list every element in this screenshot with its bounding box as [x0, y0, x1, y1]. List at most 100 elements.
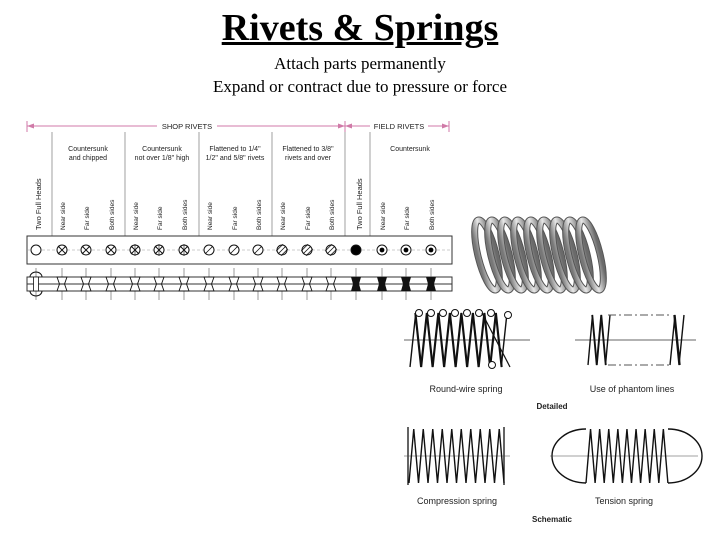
round-wire-caption: Round-wire spring	[429, 384, 502, 394]
column-dividers	[51, 132, 371, 236]
side-label: Both sides	[329, 199, 336, 230]
rivet-symbol	[324, 243, 338, 257]
subtitle-line-1: Attach parts permanently	[274, 54, 446, 73]
coil-turn-highlight	[524, 217, 554, 293]
compression-coil	[408, 428, 505, 484]
side-label: Far side	[232, 206, 239, 230]
phantom-lines-spring-drawing	[575, 314, 696, 366]
rivet-symbol	[105, 244, 117, 256]
group-header-line: Countersunk	[68, 146, 108, 153]
rivet-symbol	[56, 244, 68, 256]
rivet-symbol	[400, 244, 412, 256]
wire-section	[427, 309, 435, 317]
rivet-symbol	[30, 244, 42, 256]
rivet-symbol	[425, 244, 437, 256]
rivet-section	[401, 268, 411, 300]
spring-photo	[471, 216, 607, 294]
rivet-section	[276, 268, 288, 300]
detailed-caption: Detailed	[536, 402, 567, 411]
rivet-section-strip	[26, 276, 453, 292]
rivet-symbol	[275, 243, 289, 257]
rivet-section	[228, 268, 240, 300]
two-full-heads-label-field: Two Full Heads	[355, 178, 364, 230]
rivet-symbol	[228, 244, 240, 256]
spring-coil-back	[414, 312, 508, 368]
group-header-line: rivets and over	[285, 155, 332, 162]
side-label: Both sides	[256, 199, 263, 230]
side-label: Near side	[207, 202, 214, 230]
rivet-section	[29, 268, 43, 300]
side-label: Near side	[133, 202, 140, 230]
round-wire-spring-drawing	[404, 309, 530, 369]
phantom-caption: Use of phantom lines	[590, 384, 675, 394]
wire-section	[415, 309, 423, 317]
wire-section	[463, 309, 471, 317]
schematic-caption: Schematic	[532, 515, 573, 524]
tension-hook-right	[667, 428, 703, 484]
spring-representation-figure: Round-wire spring Use of phantom lines D…	[404, 309, 703, 524]
wire-section	[451, 309, 459, 317]
side-label: Both sides	[182, 199, 189, 230]
side-label: Far side	[157, 206, 164, 230]
tension-spring-drawing	[550, 428, 703, 484]
rivet-section	[426, 268, 436, 300]
group-header-flattened-three-eighths: Flattened to 3/8" rivets and over	[282, 146, 334, 162]
side-label: Both sides	[429, 199, 436, 230]
subtitle-line-2: Expand or contract due to pressure or fo…	[212, 77, 508, 96]
group-header-flattened-quarter: Flattened to 1/4" 1/2" and 5/8" rivets	[206, 146, 265, 162]
side-label: Near side	[380, 202, 387, 230]
spring-coil-right-back	[673, 314, 685, 366]
side-label: Both sides	[109, 199, 116, 230]
coil-turn-highlight	[537, 217, 567, 293]
rivet-section	[178, 268, 190, 300]
group-header-line: 1/2" and 5/8" rivets	[206, 155, 265, 162]
rivet-section	[153, 268, 165, 300]
page-title: Rivets & Springs	[221, 7, 499, 49]
two-full-heads-label-shop: Two Full Heads	[34, 178, 43, 230]
rivet-symbol	[129, 244, 141, 256]
shop-rivets-label: SHOP RIVETS	[162, 122, 212, 131]
spring-coil-right	[669, 314, 681, 366]
rivet-symbol	[203, 244, 215, 256]
tension-coil	[585, 428, 669, 484]
coil-turn-highlight	[576, 217, 606, 293]
rivet-section	[325, 268, 337, 300]
compression-spring-drawing	[404, 427, 510, 485]
rivet-section	[351, 268, 361, 300]
rivet-section	[377, 268, 387, 300]
rivet-section	[203, 268, 215, 300]
side-label: Far side	[305, 206, 312, 230]
coil-turn-highlight	[485, 217, 515, 293]
rivet-symbol	[153, 244, 165, 256]
rivet-symbol	[350, 244, 362, 256]
spring-coil-left-back	[591, 314, 611, 366]
rivet-symbol	[376, 244, 388, 256]
group-header-countersunk-not-over: Countersunk not over 1/8" high	[135, 146, 190, 162]
rivet-section	[252, 268, 264, 300]
rivet-section	[129, 268, 141, 300]
coil-turn-highlight	[498, 217, 528, 293]
group-header-line: Flattened to 1/4"	[209, 146, 261, 153]
wire-section	[475, 309, 483, 317]
group-header-line: and chipped	[69, 155, 107, 162]
coil-turn-highlight	[563, 217, 593, 293]
field-rivets-label: FIELD RIVETS	[374, 122, 424, 131]
side-label: Far side	[84, 206, 91, 230]
rivet-symbol-chart: SHOP RIVETS FIELD RIVETS Two Full Heads …	[26, 121, 453, 300]
tension-caption: Tension spring	[595, 496, 653, 506]
rivet-symbol	[252, 244, 264, 256]
rivet-section	[301, 268, 313, 300]
group-header-line: not over 1/8" high	[135, 155, 190, 162]
rivet-symbol	[178, 244, 190, 256]
coil-turn-highlight	[511, 217, 541, 293]
spring-coil-front	[409, 312, 503, 368]
group-header-line: Countersunk	[390, 146, 430, 153]
group-header-line: Flattened to 3/8"	[282, 146, 334, 153]
side-label: Far side	[404, 206, 411, 230]
coil-turn-highlight	[472, 217, 502, 293]
group-header-countersunk-field: Countersunk	[390, 146, 430, 153]
wire-section	[487, 309, 495, 317]
rivet-symbol	[300, 243, 314, 257]
side-label: Near side	[280, 202, 287, 230]
side-label: Near side	[60, 202, 67, 230]
